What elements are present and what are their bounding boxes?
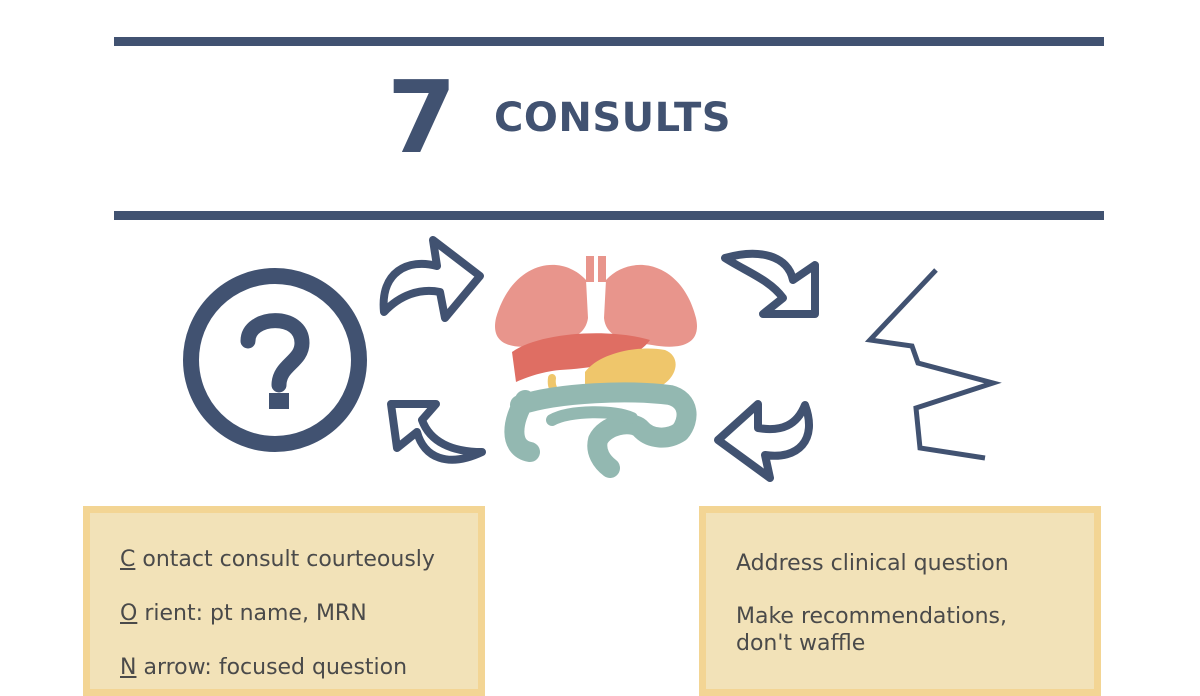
list-item: O rient: pt name, MRN <box>120 600 480 627</box>
mnemonic-initial: N <box>120 655 137 680</box>
list-item-text: rient: pt name, MRN <box>137 601 367 626</box>
zigzag-icon <box>864 268 1002 461</box>
list-item: Address clinical question <box>736 551 1009 576</box>
curved-arrow-icon <box>379 236 484 322</box>
section-number: 7 <box>387 59 457 176</box>
curved-arrow-icon <box>721 249 819 318</box>
list-item-text: arrow: focused question <box>136 655 408 680</box>
mnemonic-initial: C <box>120 547 136 572</box>
bottom-divider <box>114 211 1104 220</box>
list-item-text: ontact consult courteously <box>135 547 435 572</box>
right-guidance-card: Address clinical question Make recommend… <box>699 506 1101 696</box>
consult-cycle-illustration <box>183 236 1002 482</box>
list-item: C ontact consult courteously <box>120 546 480 573</box>
list-item: Make recommendations, don't waffle <box>736 604 1007 656</box>
curved-arrow-icon <box>714 400 813 482</box>
top-divider <box>114 37 1104 46</box>
curved-arrow-icon <box>387 400 486 464</box>
section-title: CONSULTS <box>494 95 732 141</box>
left-mnemonic-card: C ontact consult courteously O rient: pt… <box>83 506 485 696</box>
list-item: N arrow: focused question <box>120 654 480 681</box>
organs-icon <box>495 256 697 478</box>
question-circle-icon <box>183 268 367 452</box>
mnemonic-initial: O <box>120 601 138 626</box>
